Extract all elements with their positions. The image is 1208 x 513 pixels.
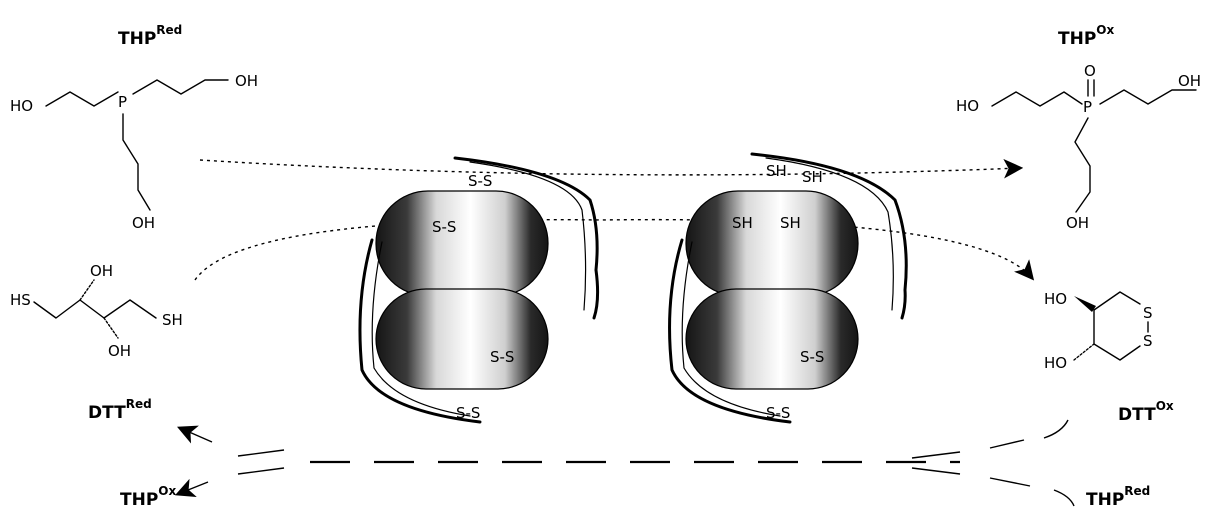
dtt-oxidation-arrow — [194, 218, 1035, 281]
thp-ox-ho: HO — [956, 97, 979, 115]
recycle-dtt-ox-hook — [1043, 419, 1069, 439]
left-ss-outer-bottom: S-S — [456, 404, 480, 422]
dtt-ox-s-bottom: S — [1143, 332, 1153, 350]
dtt-red-oh-bond-top — [79, 279, 95, 301]
dtt-ox-label: DTTOx — [1118, 399, 1174, 425]
protein-right: SH SH SH SH S-S S-S — [668, 152, 908, 424]
recycle-arrow-dtt-red — [177, 425, 213, 444]
right-outer-arc-bottom-inner — [681, 241, 781, 417]
dtt-ox-ho-top: HO — [1044, 290, 1067, 308]
recycle-right-upper — [989, 439, 1025, 449]
recycle-pair-right-1 — [911, 451, 961, 459]
thp-ox-top-label: THPOx — [1058, 23, 1114, 49]
right-outer-arc-top — [750, 152, 908, 320]
thp-red-bottom-label: THPRed — [1086, 484, 1150, 510]
thp-ox-left-arm — [991, 91, 1083, 107]
thp-red-left-arm — [45, 91, 119, 107]
right-upper-domain — [685, 190, 859, 297]
left-lower-domain — [375, 288, 549, 390]
recycle-pair-left-2 — [237, 467, 285, 475]
thp-red-top-label: THPRed — [118, 23, 182, 49]
thp-ox-oh-bottom: OH — [1066, 214, 1089, 232]
dtt-ox-ring-top — [1093, 291, 1141, 311]
right-ss-outer-bottom: S-S — [766, 404, 790, 422]
thp-red-down-arm — [122, 113, 151, 211]
thp-ox-right-arm — [1099, 89, 1197, 105]
thp-ox-p: P — [1083, 98, 1092, 116]
dtt-red-oh-bond-bottom — [103, 317, 119, 339]
left-outer-arc-bottom-inner — [371, 241, 471, 417]
dtt-red-chain — [33, 299, 157, 319]
right-sh-outer-top-2: SH — [802, 168, 823, 186]
thp-red-molecule: THPRed HO P OH OH — [10, 23, 258, 232]
recycle-arrow-thp-ox — [174, 478, 209, 498]
right-ss-lower-domain: S-S — [800, 348, 824, 366]
dtt-red-sh: SH — [162, 311, 183, 329]
right-sh-upper-domain-2: SH — [780, 214, 801, 232]
dtt-ox-ring — [1093, 309, 1141, 361]
dtt-ox-hash-bottom — [1073, 343, 1095, 361]
thp-ox-bottom-label: THPOx — [120, 484, 176, 510]
left-outer-arc-top — [453, 156, 600, 320]
recycle-pair-left-1 — [237, 449, 285, 457]
recycle-pathway — [174, 419, 1075, 507]
dtt-ox-s-top: S — [1143, 304, 1153, 322]
right-lower-domain — [685, 288, 859, 390]
left-outer-arc-top-inner — [469, 161, 587, 311]
thp-red-oh-right: OH — [235, 72, 258, 90]
dtt-ox-molecule: HO HO S S DTTOx — [1044, 290, 1174, 425]
right-sh-upper-domain-1: SH — [732, 214, 753, 232]
thp-red-ho: HO — [10, 97, 33, 115]
thp-ox-o: O — [1084, 62, 1096, 80]
dtt-red-oh-bottom: OH — [108, 342, 131, 360]
left-outer-arc-bottom — [358, 238, 482, 424]
dtt-red-molecule: HS OH OH SH DTTRed — [10, 262, 183, 423]
left-upper-domain — [375, 190, 549, 297]
recycle-thp-red-hook — [1053, 489, 1075, 507]
thp-red-oh-bottom: OH — [132, 214, 155, 232]
right-outer-arc-bottom — [668, 238, 792, 424]
recycle-right-lower — [989, 477, 1031, 487]
thp-red-right-arm — [132, 79, 229, 95]
left-ss-upper-domain: S-S — [432, 218, 456, 236]
dtt-ox-wedge-top — [1074, 296, 1096, 312]
thp-ox-down-arm — [1074, 117, 1091, 213]
thp-oxidation-arrow — [199, 158, 1024, 179]
left-ss-outer-top: S-S — [468, 172, 492, 190]
left-ss-lower-domain: S-S — [490, 348, 514, 366]
thp-ox-oh-right: OH — [1178, 72, 1201, 90]
right-outer-arc-top-inner — [765, 157, 894, 311]
recycle-pair-right-2 — [911, 467, 961, 475]
right-sh-outer-top-1: SH — [766, 162, 787, 180]
dtt-ox-ho-bottom: HO — [1044, 354, 1067, 372]
protein-left: S-S S-S S-S S-S — [358, 156, 600, 424]
dtt-red-label: DTTRed — [88, 397, 152, 423]
dtt-red-hs: HS — [10, 291, 31, 309]
thp-ox-molecule: THPOx O P HO OH OH — [956, 23, 1201, 232]
thp-red-p: P — [118, 93, 127, 111]
dtt-red-oh-top: OH — [90, 262, 113, 280]
